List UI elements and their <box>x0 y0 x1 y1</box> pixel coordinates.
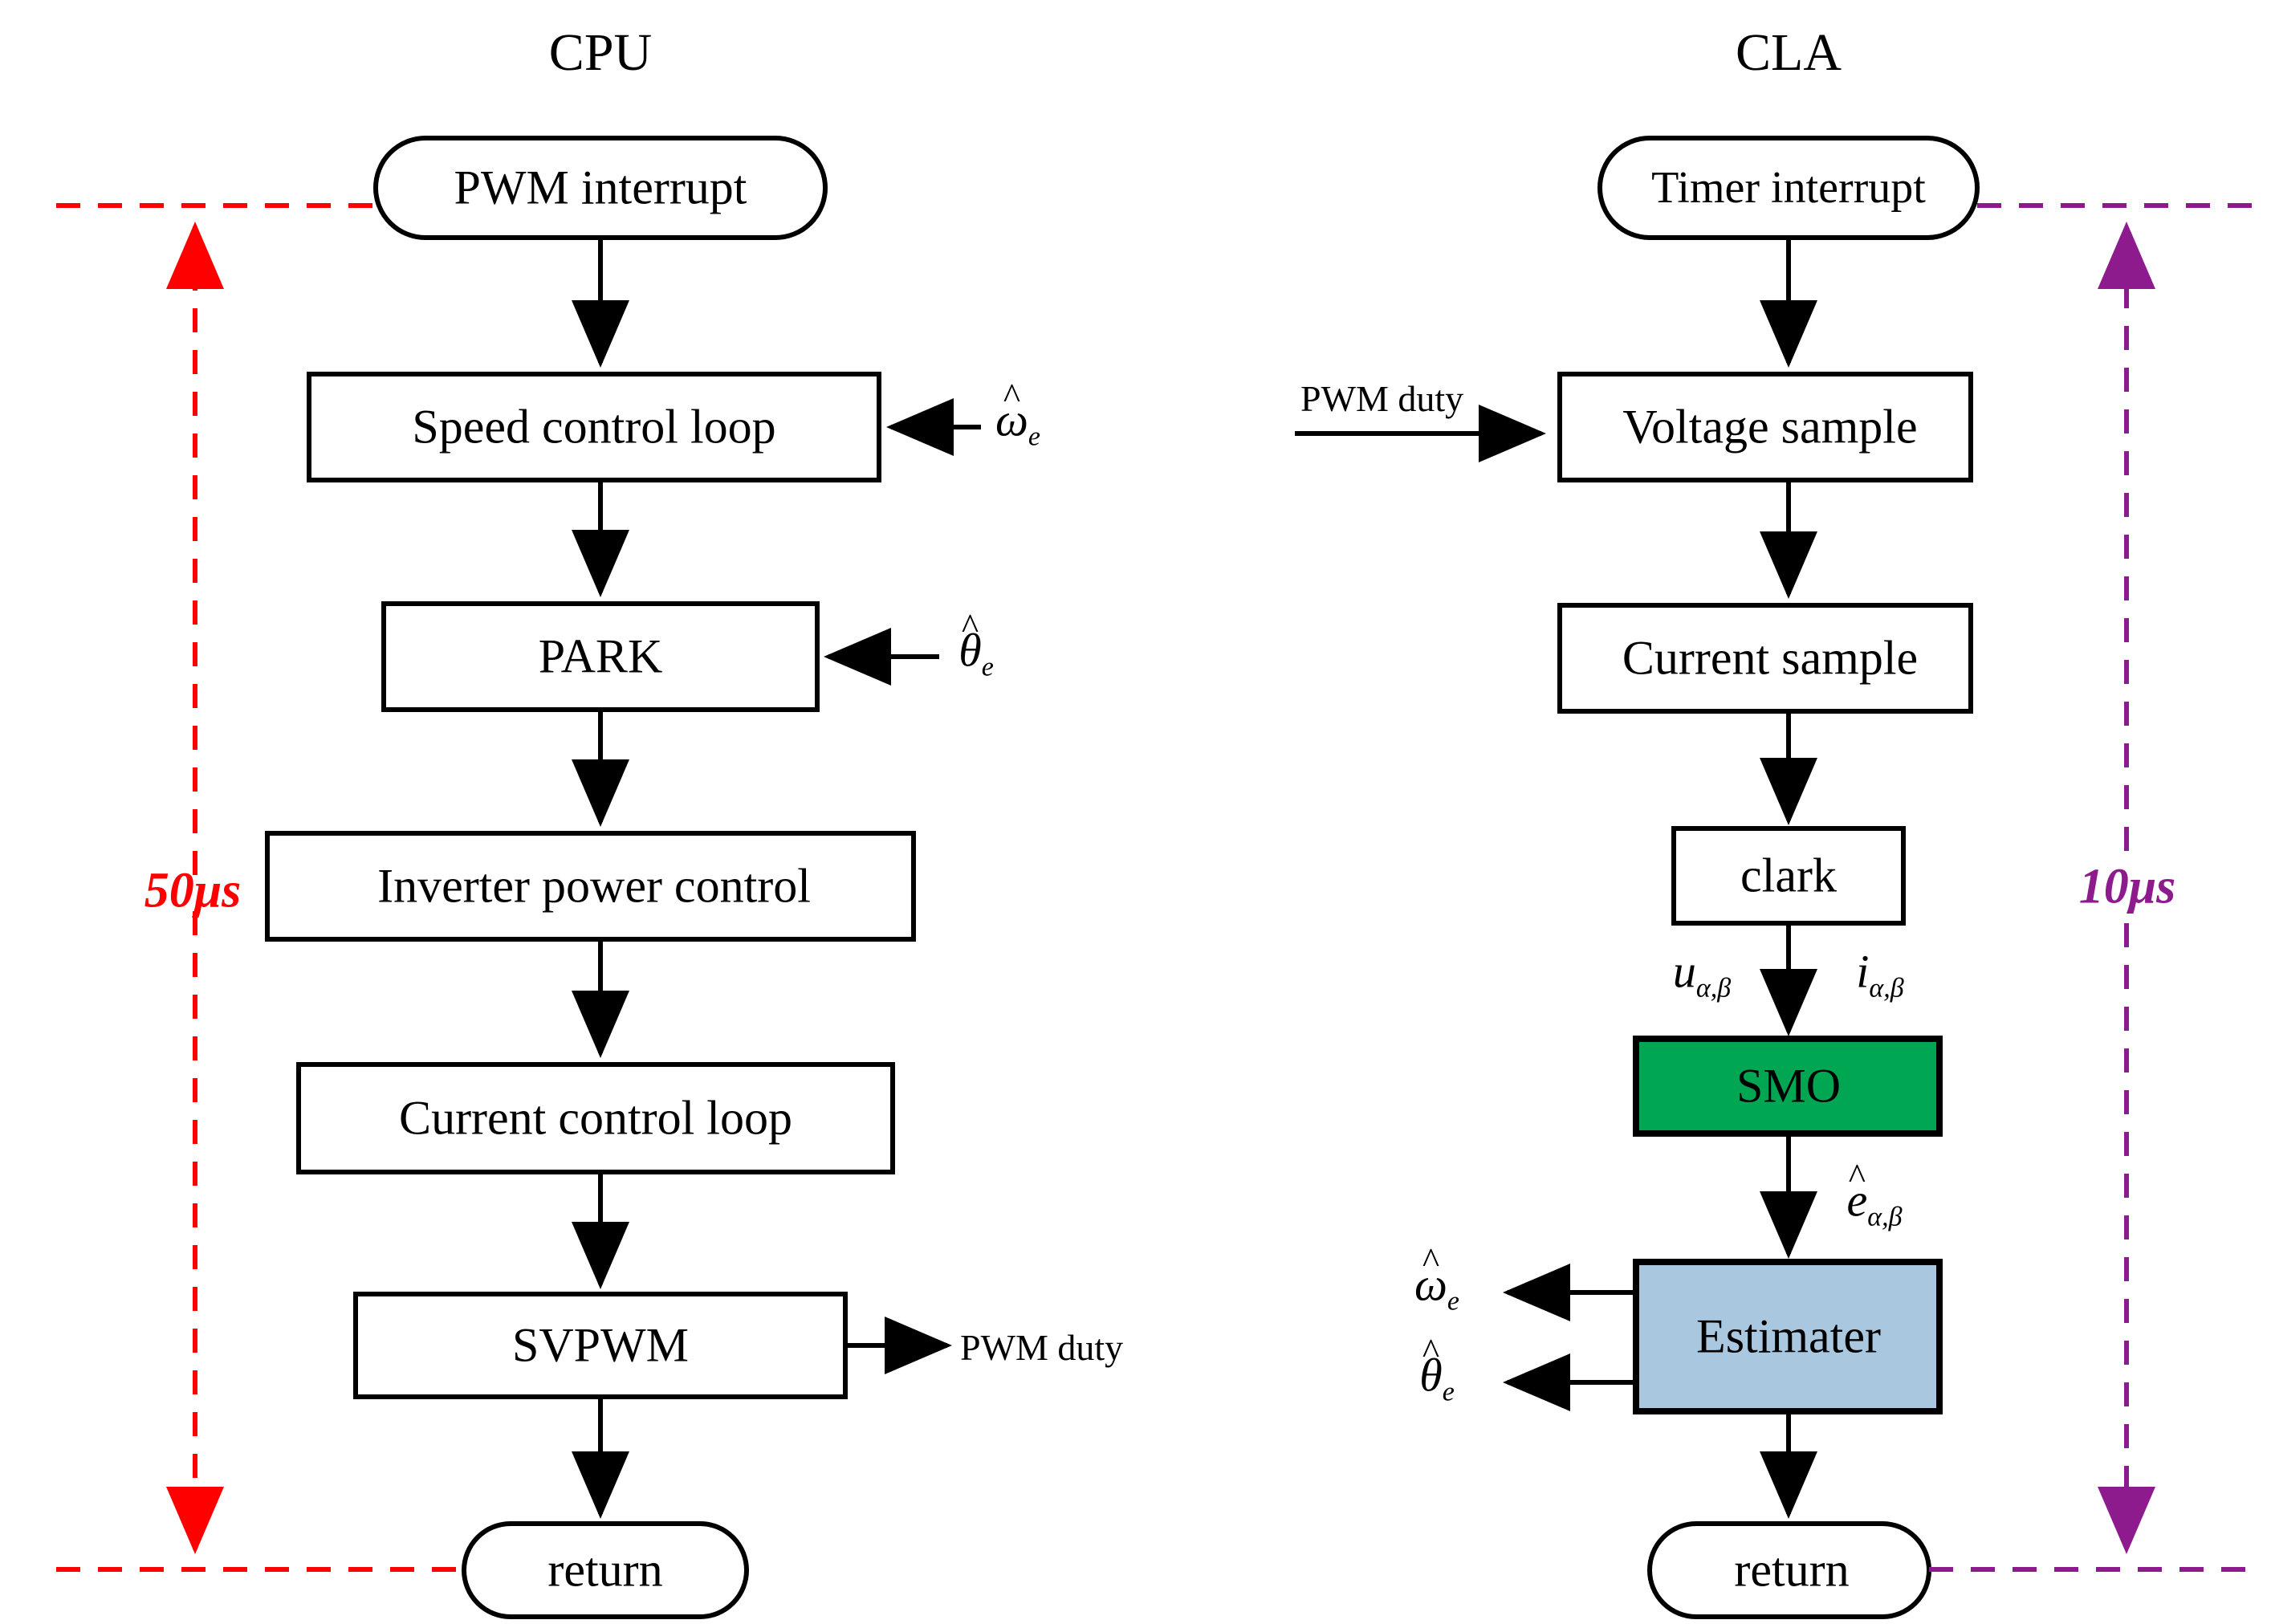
signal-theta-hat-e-park: ^θe <box>958 606 994 682</box>
node-label-current-control-loop: Current control loop <box>399 1091 792 1145</box>
hat-accent-icon: ^ <box>1422 1240 1440 1281</box>
signal-omega-hat-e-out: ^ωe <box>1414 1240 1460 1317</box>
node-return-cpu <box>462 1521 749 1619</box>
node-label-speed-control-loop: Speed control loop <box>412 400 776 454</box>
hat-accent-icon: ^ <box>1422 1331 1440 1372</box>
hat-accent-icon: ^ <box>1848 1156 1866 1197</box>
node-voltage-sample <box>1557 372 1973 482</box>
hat-accent-icon: ^ <box>961 606 979 647</box>
node-label-estimater: Estimater <box>1696 1309 1881 1363</box>
node-clark <box>1671 826 1906 926</box>
column-title-cla: CLA <box>1736 23 1842 82</box>
node-label-svpwm: SVPWM <box>511 1318 690 1372</box>
node-inverter-power-control <box>265 831 916 942</box>
node-svpwm <box>353 1292 848 1399</box>
signal-theta-hat-e-out: ^θe <box>1419 1331 1455 1407</box>
node-label-current-sample: Current sample <box>1622 631 1919 685</box>
node-label-return-cpu: return <box>547 1543 663 1597</box>
node-estimater <box>1633 1259 1943 1414</box>
signal-e-hat-alpha-beta: ^eα,β <box>1846 1156 1903 1232</box>
node-current-sample <box>1557 603 1973 714</box>
timing-label-cla: 10μs <box>2078 859 2176 914</box>
node-current-control-loop <box>296 1062 895 1174</box>
signal-label-pwm-duty-out: PWM duty <box>960 1327 1124 1368</box>
node-label-pwm-interrupt: PWM interrupt <box>454 161 747 214</box>
node-label-smo: SMO <box>1736 1059 1842 1113</box>
node-label-voltage-sample: Voltage sample <box>1622 400 1918 454</box>
timing-label-cpu: 50μs <box>144 863 242 918</box>
hat-accent-icon: ^ <box>1003 376 1021 417</box>
signal-i-alpha-beta: iα,β <box>1856 945 1904 1003</box>
node-park <box>381 601 820 712</box>
node-label-clark: clark <box>1740 849 1837 902</box>
node-label-inverter-power-control: Inverter power control <box>377 859 811 913</box>
signal-u-alpha-beta: uα,β <box>1672 945 1732 1003</box>
node-label-return-cla: return <box>1734 1543 1850 1597</box>
node-label-timer-interrupt: Timer interrupt <box>1651 163 1926 213</box>
signal-omega-hat-e-speed: ^ωe <box>995 376 1041 452</box>
node-label-park: PARK <box>538 629 663 683</box>
node-speed-control-loop <box>307 372 881 482</box>
column-title-cpu: CPU <box>548 23 653 82</box>
signal-label-pwm-duty-in: PWM duty <box>1300 378 1464 419</box>
